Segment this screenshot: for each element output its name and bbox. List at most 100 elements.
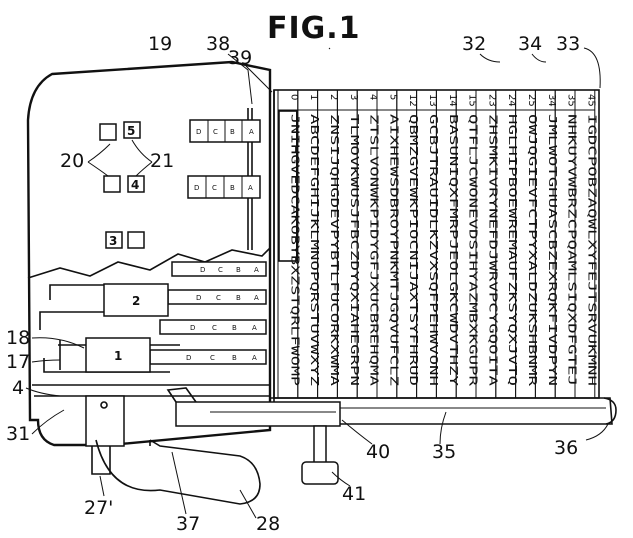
strip-number-34: 34 xyxy=(546,94,557,107)
slider-group-upper-2: D C B A xyxy=(187,175,261,199)
leader-21b xyxy=(135,161,153,177)
letter-strip-6: QBMZGVEWKPIOCNIJAXTSYFHRUD xyxy=(407,114,419,386)
leader-18 xyxy=(31,337,85,349)
ref-31: 31 xyxy=(6,423,30,445)
letter-strip-7: GCBJTRAUIDLKZVXSQFPEHWVONH xyxy=(427,114,439,386)
letter-strip-2: ZNSIJQHGDEVPYBTLFUCORKXWMA xyxy=(328,114,340,387)
leader-38 xyxy=(227,53,253,105)
block-2-label: 2 xyxy=(132,294,140,308)
letter-strip-15: IGDCPOBZAQWLXYFEJTSRVUKMNH xyxy=(585,114,597,386)
strip-number-4: 4 xyxy=(368,94,379,100)
slider-row-3 xyxy=(159,319,267,335)
ref-28: 28 xyxy=(256,513,280,535)
lever-loop-28 xyxy=(95,439,261,505)
ref-17: 17 xyxy=(6,351,30,373)
leader-21a xyxy=(131,139,153,163)
letter-strip-13: JMLWOTGHUASCBZEXRQKFIVDPYN xyxy=(546,114,558,386)
key-5 xyxy=(123,121,141,139)
slider-letter-c: C xyxy=(213,128,218,136)
slider-letter-a: A xyxy=(252,354,257,362)
knob-stem xyxy=(313,425,327,467)
strip-number-15: 15 xyxy=(467,94,478,107)
ref-34: 34 xyxy=(518,33,542,55)
strip-number-5: 5 xyxy=(387,94,398,100)
ref-35: 35 xyxy=(432,441,456,463)
slider-letter-b: B xyxy=(230,128,235,136)
letter-strip-9: QTFLJCWONEVDSIHYAZMBXKGUPR xyxy=(467,114,479,387)
leader-20b xyxy=(87,161,109,177)
slider-letter-c: C xyxy=(210,354,215,362)
slider-letter-d: D xyxy=(196,128,201,136)
slider-letter-c: C xyxy=(216,294,221,302)
strip-number-13: 13 xyxy=(427,94,438,107)
leader-37 xyxy=(171,451,187,515)
slider-row-4 xyxy=(149,349,267,365)
strip-number-3: 3 xyxy=(348,94,359,100)
slide-bar xyxy=(175,401,341,427)
slider-row-1 xyxy=(171,261,267,277)
leader-lines xyxy=(25,47,609,519)
ref-32: 32 xyxy=(462,33,486,55)
leader-36 xyxy=(585,423,609,441)
letter-strip-14: NHKUYVWBRZCPQAMLSIQXDFGTEJ xyxy=(566,114,578,386)
letter-strip-3: TLMOVKWUSJFBCZDYQXIAHEGRPN xyxy=(348,114,360,386)
ref-38: 38 xyxy=(206,33,230,55)
slider-letter-b: B xyxy=(236,266,241,274)
slider-letter-d: D xyxy=(186,354,191,362)
strip-number-2: 2 xyxy=(328,94,339,100)
ref-36: 36 xyxy=(554,437,578,459)
letter-strip-10: ZHSMKIVRYNEFDJWRVPCYGQOITA xyxy=(486,114,498,387)
slider-letter-b: B xyxy=(236,294,241,302)
slider-letter-a: A xyxy=(252,324,257,332)
strip-window xyxy=(278,110,298,262)
slider-letter-b: B xyxy=(232,324,237,332)
slider-letter-b: B xyxy=(232,354,237,362)
base-rail xyxy=(270,397,613,425)
letter-strip-5: AIXHEWSDBROYPNKMTJGQVUFCLZ xyxy=(387,114,399,386)
key-blank-bottom-left xyxy=(103,175,121,193)
strip-number-25: 25 xyxy=(526,94,537,107)
speck xyxy=(328,47,331,50)
key-3 xyxy=(105,231,123,249)
strip-columns: 0JNIHGVEDCAKOBYBXZSTQRLFWOMP1ABCDEFGHIJK… xyxy=(277,89,597,399)
slider-letter-a: A xyxy=(249,128,254,136)
slider-letter-c: C xyxy=(212,324,217,332)
leader-31 xyxy=(31,409,65,435)
clip-pin xyxy=(100,401,108,409)
strip-number-14: 14 xyxy=(447,94,458,107)
strip-number-1: 1 xyxy=(308,94,319,100)
rail-end-cap xyxy=(603,397,617,425)
leader-40 xyxy=(341,419,373,445)
letter-strip-0: JNIHGVEDCAKOBYBXZSTQRLFWOMP xyxy=(288,114,300,386)
slider-letter-d: D xyxy=(196,294,201,302)
strip-number-23: 23 xyxy=(486,94,497,107)
slider-letter-b: B xyxy=(230,184,235,192)
strip-number-35: 35 xyxy=(566,94,577,107)
slider-letter-a: A xyxy=(254,294,259,302)
ref-41: 41 xyxy=(342,483,366,505)
ref-20: 20 xyxy=(60,150,84,172)
leader-33 xyxy=(583,47,601,89)
strip-number-24: 24 xyxy=(506,94,517,107)
ref-21: 21 xyxy=(150,150,174,172)
leader-35 xyxy=(439,411,447,445)
ref-39: 39 xyxy=(228,47,252,69)
strip-number-45: 45 xyxy=(585,94,596,107)
block-2 xyxy=(103,283,169,317)
ref-19: 19 xyxy=(148,33,172,55)
key-5-label: 5 xyxy=(127,124,135,138)
leader-41 xyxy=(331,471,351,487)
device-housing xyxy=(26,60,272,447)
ref-4: 4 xyxy=(12,377,24,399)
slider-letter-a: A xyxy=(248,184,253,192)
leader-32 xyxy=(479,53,501,63)
key-3-label: 3 xyxy=(109,234,117,248)
leader-39 xyxy=(245,65,273,93)
slider-letter-d: D xyxy=(190,324,195,332)
leader-27 xyxy=(99,475,105,497)
slider-rows-lower: D C B A D C B A D C B A D C B A xyxy=(149,261,267,365)
letter-strip-12: OWJQGIEVFCTPYXALDZUKSHBNMR xyxy=(526,114,538,387)
ref-40: 40 xyxy=(366,441,390,463)
clip-block xyxy=(85,395,125,447)
